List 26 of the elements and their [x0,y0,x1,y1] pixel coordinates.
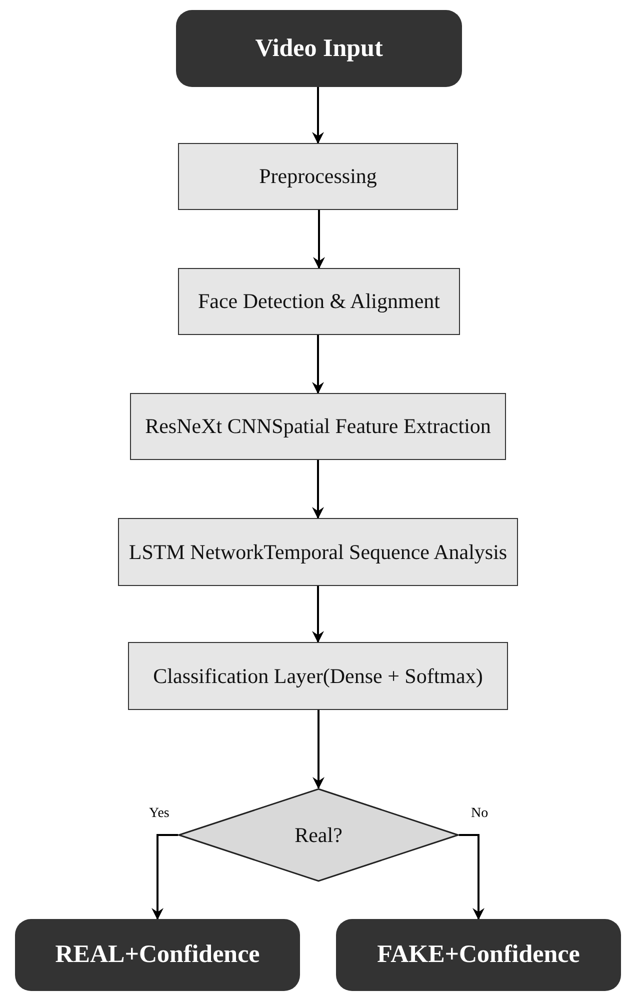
terminal-box [176,10,462,87]
process-box [130,393,506,460]
node-label: Preprocessing [259,164,377,189]
arrow [313,210,325,269]
arrow [312,87,324,144]
node-label: ResNeXt CNNSpatial Feature Extraction [145,414,491,439]
arrow [152,834,178,920]
node-label: Real? [294,822,342,848]
process-box [178,143,458,210]
process-box [178,268,460,335]
node-label: REAL+Confidence [55,941,260,969]
node-label: FAKE+Confidence [377,941,580,969]
decision-diamond [178,788,459,882]
process-box [128,642,508,710]
node-label: Face Detection & Alignment [198,289,440,314]
node-label: Video Input [255,34,383,62]
arrow [312,710,324,789]
arrow [312,460,324,519]
process-box [118,518,518,586]
node-label: LSTM NetworkTemporal Sequence Analysis [128,540,508,564]
arrow [312,586,324,643]
terminal-box [15,919,300,991]
node-label: Classification Layer(Dense + Softmax) [153,664,483,688]
arrow [459,834,484,920]
arrow [312,335,324,394]
terminal-box [336,919,621,991]
